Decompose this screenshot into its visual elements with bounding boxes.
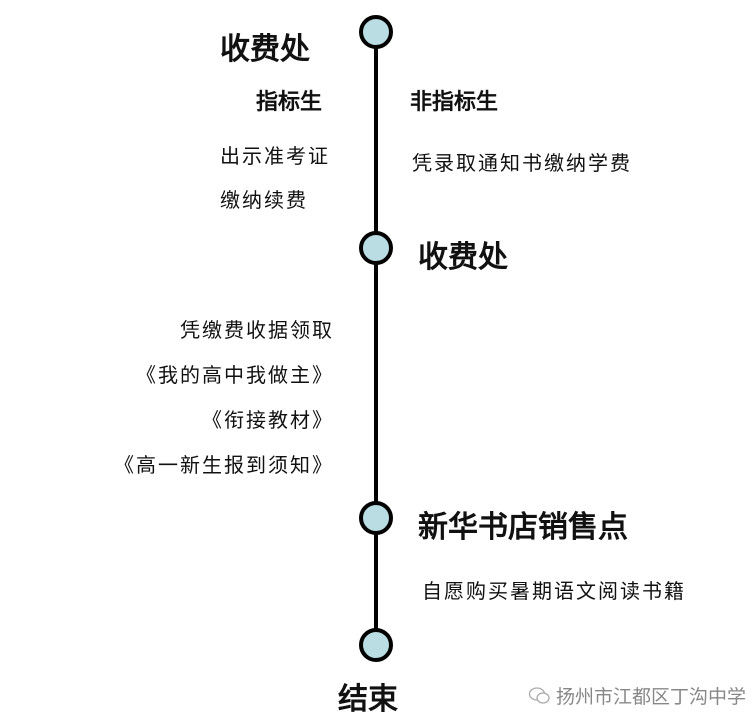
step-title: 新华书店销售点 — [418, 510, 628, 545]
watermark-text: 扬州市江都区丁沟中学 — [556, 686, 747, 708]
text-line: 出示准考证 — [220, 144, 330, 168]
text-line: 凭缴费收据领取 — [180, 318, 334, 342]
timeline-node-2 — [359, 231, 393, 265]
text-line: 《我的高中我做主》 — [136, 363, 334, 387]
text-line: 凭录取通知书缴纳学费 — [412, 151, 632, 175]
timeline-node-4 — [359, 628, 393, 662]
end-label: 结束 — [338, 682, 398, 717]
text-line: 《高一新生报到须知》 — [114, 453, 334, 477]
step-title: 收费处 — [418, 240, 508, 275]
text-line: 自愿购买暑期语文阅读书籍 — [422, 579, 686, 603]
step-title: 收费处 — [220, 32, 310, 67]
watermark: 扬州市江都区丁沟中学 — [528, 682, 746, 709]
text-line: 缴纳续费 — [220, 188, 308, 212]
wechat-icon — [528, 686, 550, 704]
left-heading: 指标生 — [256, 90, 323, 115]
right-heading: 非指标生 — [410, 90, 499, 115]
timeline-node-1 — [359, 15, 393, 49]
text-line: 《衔接教材》 — [202, 408, 334, 432]
timeline-node-3 — [359, 501, 393, 535]
